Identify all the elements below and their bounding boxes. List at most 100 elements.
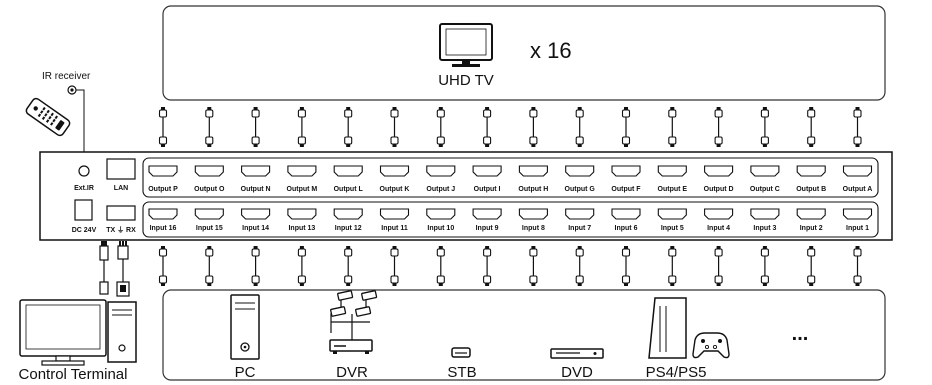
hdmi-cable-output: [390, 106, 399, 148]
serial-port: [106, 205, 136, 221]
output-port-label: Output O: [194, 186, 225, 193]
hdmi-cable-input: [483, 245, 492, 287]
input-port-connector: [426, 208, 456, 220]
output-port-connector: [241, 165, 271, 177]
output-port-label: Output K: [380, 186, 410, 193]
input-port-label: Input 3: [753, 225, 776, 232]
hdmi-cable-input: [575, 245, 584, 287]
ir-receiver-label: IR receiver: [42, 71, 91, 82]
output-ports-panel: [142, 157, 879, 198]
output-port-connector: [333, 165, 363, 177]
input-port-connector: [333, 208, 363, 220]
remote-control-icon: [25, 97, 71, 137]
output-port-connector: [426, 165, 456, 177]
output-port-connector: [287, 165, 317, 177]
dc-power-port: [74, 199, 93, 221]
hdmi-cable-input: [529, 245, 538, 287]
input-port-connector: [796, 208, 826, 220]
lan-port: [106, 158, 136, 180]
input-cables: [158, 245, 862, 287]
hdmi-cable-input: [807, 245, 816, 287]
hdmi-cable-output: [483, 106, 492, 148]
dvr-cameras-icon: [329, 290, 378, 354]
output-port-label: Output M: [287, 186, 318, 193]
sources-group-box: [162, 289, 886, 381]
input-port-label: Input 1: [846, 225, 869, 232]
input-port-connector: [657, 208, 687, 220]
output-port-connector: [379, 165, 410, 177]
input-port-label: Input 6: [615, 225, 638, 232]
computer-icon: [19, 299, 137, 366]
input-port-label: Input 10: [427, 225, 454, 232]
output-port-label: Output A: [843, 186, 873, 193]
hdmi-cable-output: [344, 106, 353, 148]
hdmi-cable-input: [621, 245, 631, 287]
input-port-connector: [611, 208, 641, 220]
source-label-ps4-ps5: PS4/PS5: [646, 364, 707, 381]
source-label-dvd: DVD: [561, 364, 593, 381]
display-multiplier: x 16: [530, 38, 572, 63]
hdmi-cable-output: [205, 106, 214, 148]
hdmi-cable-input: [158, 245, 168, 287]
input-port-connector: [565, 208, 595, 220]
output-port-connector: [194, 165, 224, 177]
serial-port-label: TX ⏚ RX: [106, 226, 136, 234]
output-port-label: Output E: [658, 186, 688, 193]
input-port-connector: [704, 208, 734, 220]
input-port-label: Input 14: [242, 225, 269, 232]
control-terminal-label: Control Terminal: [19, 366, 128, 383]
hdmi-cable-output: [760, 106, 770, 148]
output-port-connector: [611, 165, 641, 177]
input-port-label: Input 16: [150, 225, 177, 232]
hdmi-cable-output: [529, 106, 538, 148]
ir-receiver-sensor: [67, 85, 85, 153]
input-port-connector: [472, 208, 502, 220]
output-port-connector: [148, 165, 178, 177]
input-port-label: Input 9: [476, 225, 499, 232]
hdmi-cable-input: [853, 245, 862, 287]
output-port-label: Output I: [474, 186, 501, 193]
source-label-pc: PC: [235, 364, 256, 381]
output-port-label: Output J: [426, 186, 455, 193]
input-port-label: Input 12: [335, 225, 362, 232]
hdmi-cable-output: [297, 106, 306, 148]
hdmi-cable-input: [714, 245, 723, 287]
input-port-label: Input 11: [381, 225, 408, 232]
output-port-label: Output P: [148, 186, 178, 193]
tv-icon: [439, 23, 493, 67]
hdmi-cable-input: [760, 245, 770, 287]
input-port-label: Input 13: [288, 225, 315, 232]
output-port-label: Output B: [796, 186, 826, 193]
hdmi-cable-input: [668, 245, 677, 287]
input-port-connector: [750, 208, 780, 220]
game-console-icon: [648, 297, 730, 359]
input-port-label: Input 7: [568, 225, 591, 232]
source-labels: PC DVR STB DVD PS4/PS5 ...: [235, 323, 809, 381]
more-icon: ...: [792, 323, 809, 345]
input-port-label: Input 8: [522, 225, 545, 232]
output-port-connector: [842, 165, 873, 177]
input-port-connector: [842, 208, 873, 220]
output-port-connector: [518, 165, 548, 177]
hdmi-cable-output: [807, 106, 816, 148]
lan-label: LAN: [114, 185, 128, 192]
ext-ir-port: [78, 165, 90, 177]
hdmi-cable-input: [205, 245, 214, 287]
hdmi-cable-input: [436, 245, 445, 287]
pc-tower-icon: [230, 294, 260, 360]
dc-power-label: DC 24V: [72, 227, 97, 234]
ext-ir-label: Ext.IR: [74, 185, 94, 192]
hdmi-cable-output: [714, 106, 723, 148]
hdmi-cable-output: [853, 106, 862, 148]
hdmi-cable-output: [575, 106, 584, 148]
hdmi-cable-output: [621, 106, 631, 148]
input-port-label: Input 5: [661, 225, 684, 232]
input-port-connector: [287, 208, 317, 220]
hdmi-cable-output: [251, 106, 260, 148]
source-label-dvr: DVR: [336, 364, 368, 381]
output-port-connector: [750, 165, 780, 177]
output-port-label: Output N: [241, 186, 271, 193]
output-port-label: Output C: [750, 186, 780, 193]
